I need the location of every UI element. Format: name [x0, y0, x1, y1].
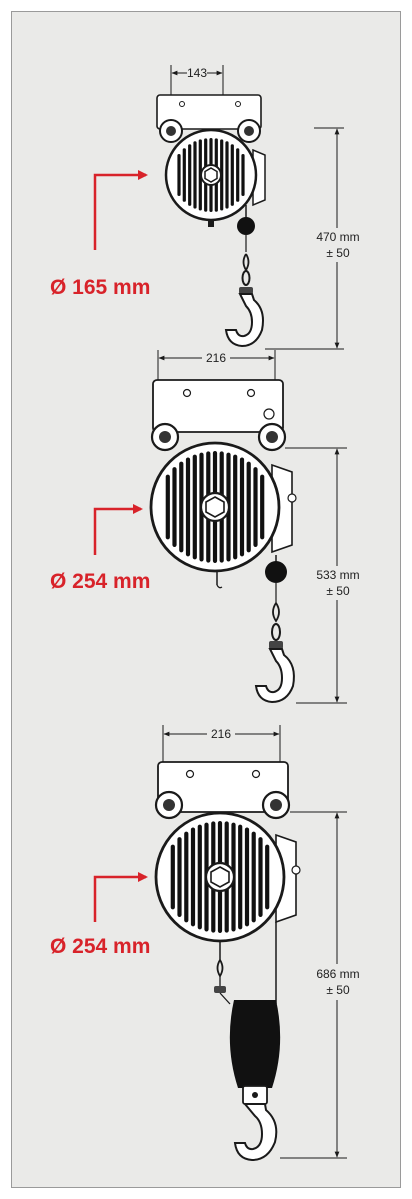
- tolerance-label: ± 50: [326, 584, 350, 598]
- cooling-fin: [238, 824, 243, 930]
- cooling-fin: [190, 827, 196, 927]
- width-label: 216: [206, 351, 226, 365]
- height-label: 686 mm: [316, 967, 359, 981]
- cooling-fin: [177, 154, 181, 196]
- stop-ball: [265, 561, 287, 583]
- diameter-callout-arrow: [93, 504, 143, 555]
- cooling-fin: [253, 467, 258, 547]
- bottom-block: [229, 1000, 281, 1088]
- cooling-fin: [172, 467, 177, 547]
- cooling-fins: [165, 451, 265, 563]
- cooling-fin: [179, 461, 184, 553]
- hoist-diagram-2: 216 533 mm ± 50 Ø 254 mm: [50, 350, 364, 704]
- diameter-label: Ø 165 mm: [50, 276, 150, 299]
- height-label: 533 mm: [316, 568, 359, 582]
- cooling-fin: [170, 844, 175, 910]
- width-label: 216: [211, 727, 231, 741]
- cooling-fin: [182, 148, 186, 202]
- width-label: 143: [187, 66, 207, 80]
- diameter-label: Ø 254 mm: [50, 935, 150, 958]
- cooling-fin: [233, 454, 238, 560]
- tolerance-label: ± 50: [326, 983, 350, 997]
- cooling-fin: [177, 837, 182, 917]
- hoist-diagram-1: 143 470 mm ± 50 Ø 165 mm: [50, 65, 364, 350]
- cooling-fin: [239, 457, 245, 557]
- trolley-plate: [152, 379, 284, 433]
- cooling-fin: [241, 154, 245, 196]
- cooling-fin: [184, 831, 189, 923]
- diameter-callout-arrow: [93, 872, 148, 922]
- cooling-fin: [230, 144, 234, 206]
- stop-ball: [237, 217, 255, 235]
- hook-icon: [233, 1103, 278, 1162]
- diameter-callout-arrow: [93, 170, 148, 250]
- cooling-fin: [251, 831, 256, 923]
- cooling-fin: [246, 461, 251, 553]
- cooling-fin: [185, 457, 191, 557]
- cooling-fin: [236, 148, 240, 202]
- cooling-fin: [265, 844, 270, 910]
- cooling-fin: [165, 474, 170, 540]
- diameter-label: Ø 254 mm: [50, 570, 150, 593]
- cooling-fin: [258, 837, 263, 917]
- cooling-fin: [197, 824, 202, 930]
- cooling-fin: [193, 141, 197, 209]
- cooling-fin: [244, 827, 250, 927]
- hook-icon: [224, 293, 264, 348]
- height-label: 470 mm: [316, 230, 359, 244]
- cooling-fin: [225, 141, 229, 209]
- cooling-fin: [192, 454, 197, 560]
- hoist-diagram-3: 216 686 mm ± 50 Ø 254 mm: [50, 725, 364, 1162]
- tolerance-label: ± 50: [326, 246, 350, 260]
- cooling-fin: [188, 144, 192, 206]
- cooling-fin: [260, 474, 265, 540]
- hook-icon: [254, 648, 295, 704]
